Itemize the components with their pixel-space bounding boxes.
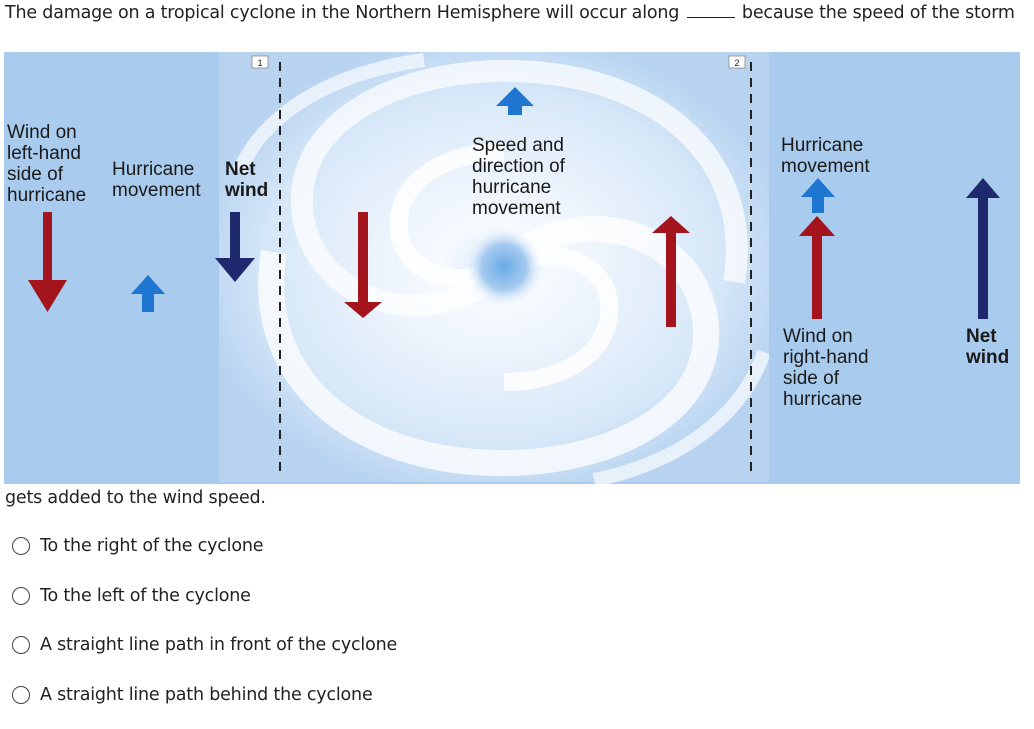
option-label[interactable]: A straight line path in front of the cyc… [40, 635, 398, 655]
right-movement-label: Hurricane movement [781, 135, 870, 177]
left-wind-label: Wind on left-hand side of hurricane [7, 122, 86, 206]
panel-1-badge [251, 55, 269, 69]
option-right-of-cyclone[interactable]: To the right of the cyclone [12, 531, 397, 561]
question-text: The damage on a tropical cyclone in the … [5, 2, 1015, 25]
option-label[interactable]: To the right of the cyclone [40, 536, 264, 556]
radio-button[interactable] [12, 586, 30, 605]
option-label[interactable]: To the left of the cyclone [40, 585, 251, 606]
radio-button[interactable] [12, 685, 30, 704]
left-net-arrow [215, 212, 255, 282]
hurricane-figure: 1 2 Wind on left-hand side of hurricane … [4, 52, 1020, 484]
radio-button[interactable] [12, 636, 30, 654]
answer-options: To the right of the cyclone To the left … [12, 531, 397, 729]
panel-2-number: 2 [734, 58, 739, 68]
center-right-wind-arrow [652, 216, 690, 327]
panel-2-badge [728, 55, 746, 69]
left-net-label: Net wind [224, 159, 268, 201]
right-wind-arrow [799, 216, 835, 319]
center-movement-arrow [496, 87, 534, 115]
panel-1-number: 1 [257, 58, 262, 68]
question-part1: The damage on a tropical cyclone in the … [5, 3, 680, 23]
option-behind-cyclone[interactable]: A straight line path behind the cyclone [12, 680, 397, 710]
left-wind-arrow [28, 212, 67, 312]
option-label[interactable]: A straight line path behind the cyclone [40, 684, 373, 705]
right-net-label: Net wind [965, 326, 1009, 368]
right-movement-arrow [801, 178, 835, 213]
radio-button[interactable] [12, 537, 30, 555]
right-wind-label: Wind on right-hand side of hurricane [783, 326, 874, 410]
answer-blank [686, 3, 735, 18]
option-front-of-cyclone[interactable]: A straight line path in front of the cyc… [12, 630, 397, 660]
center-caption: Speed and direction of hurricane movemen… [472, 135, 570, 219]
center-left-wind-arrow [344, 212, 382, 318]
question-part2: because the speed of the storm [741, 3, 1015, 23]
right-net-arrow [966, 178, 1000, 319]
option-left-of-cyclone[interactable]: To the left of the cyclone [12, 581, 397, 611]
question-continuation: gets added to the wind speed. [5, 488, 266, 508]
cyclone-cloud-image [219, 52, 771, 484]
left-movement-label: Hurricane movement [112, 159, 201, 201]
left-movement-arrow [131, 275, 165, 312]
